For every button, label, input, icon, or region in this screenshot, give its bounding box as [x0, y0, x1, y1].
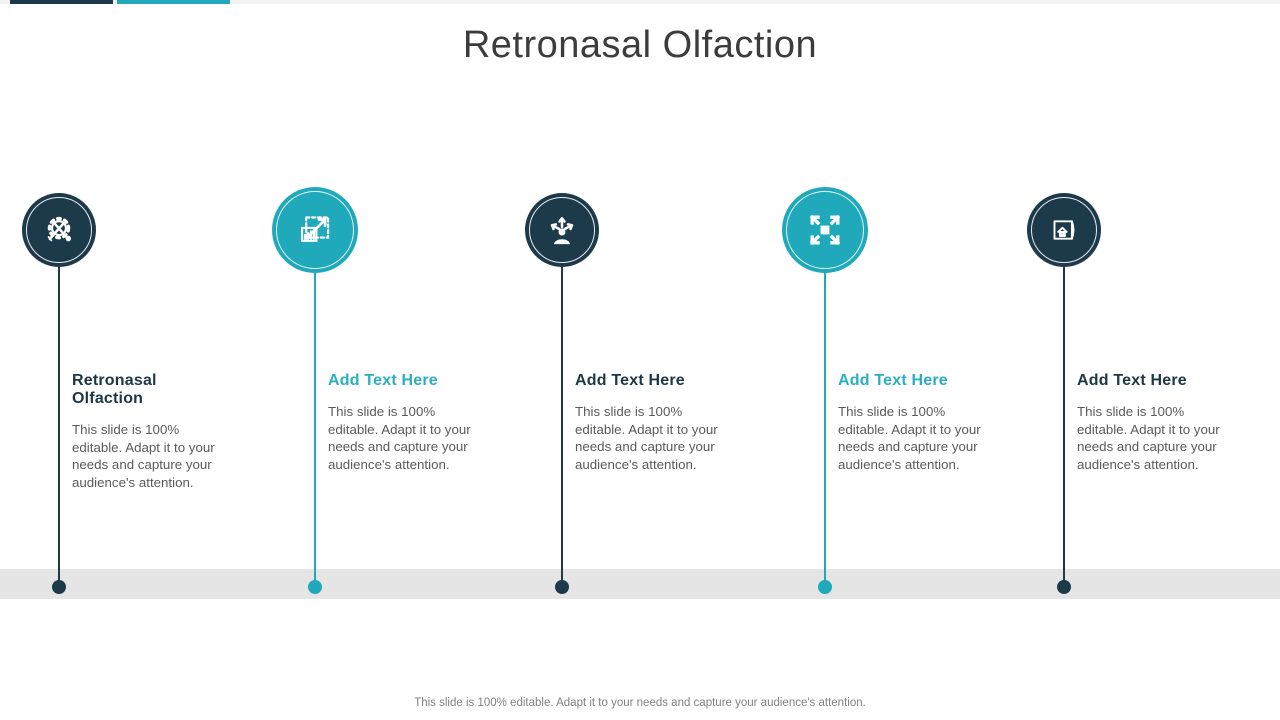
item-body: This slide is 100% editable. Adapt it to… [838, 404, 981, 472]
timeline-track [0, 569, 1280, 599]
timeline-node [272, 187, 358, 273]
decision-person-icon [550, 217, 574, 245]
item-body: This slide is 100% editable. Adapt it to… [575, 404, 718, 472]
top-accent-segment-dark [10, 0, 113, 4]
top-accent-segment-teal [117, 0, 230, 4]
text-placeholder: Retronasal Olfaction This slide is 100% … [72, 372, 232, 491]
text-placeholder: Add Text Here This slide is 100% editabl… [838, 372, 998, 473]
item-heading: Add Text Here [1077, 372, 1187, 389]
slide-footer-note: This slide is 100% editable. Adapt it to… [414, 697, 866, 709]
item-heading: Add Text Here [838, 372, 948, 389]
timeline-node [1027, 193, 1101, 267]
connector-line [824, 262, 826, 588]
item-body: This slide is 100% editable. Adapt it to… [72, 422, 215, 490]
item-heading: Retronasal Olfaction [72, 372, 157, 407]
growth-chart-icon [300, 216, 330, 242]
item-body: This slide is 100% editable. Adapt it to… [328, 404, 471, 472]
text-placeholder: Add Text Here This slide is 100% editabl… [575, 372, 735, 473]
top-accent-bar [0, 0, 1280, 4]
text-placeholder: Add Text Here This slide is 100% editabl… [1077, 372, 1237, 473]
connector-line [314, 262, 316, 588]
connector-line [561, 262, 563, 588]
text-placeholder: Add Text Here This slide is 100% editabl… [328, 372, 488, 473]
slide-title: Retronasal Olfaction [462, 24, 818, 66]
timeline-node [525, 193, 599, 267]
item-heading: Add Text Here [328, 372, 438, 389]
item-body: This slide is 100% editable. Adapt it to… [1077, 404, 1220, 472]
timeline-node [22, 193, 96, 267]
connector-line [58, 262, 60, 588]
item-heading: Add Text Here [575, 372, 685, 389]
gear-tools-icon [47, 216, 72, 242]
timeline-node [782, 187, 868, 273]
blueprint-document-icon [1053, 220, 1075, 240]
connector-line [1063, 262, 1065, 588]
expand-arrows-icon [809, 214, 841, 246]
